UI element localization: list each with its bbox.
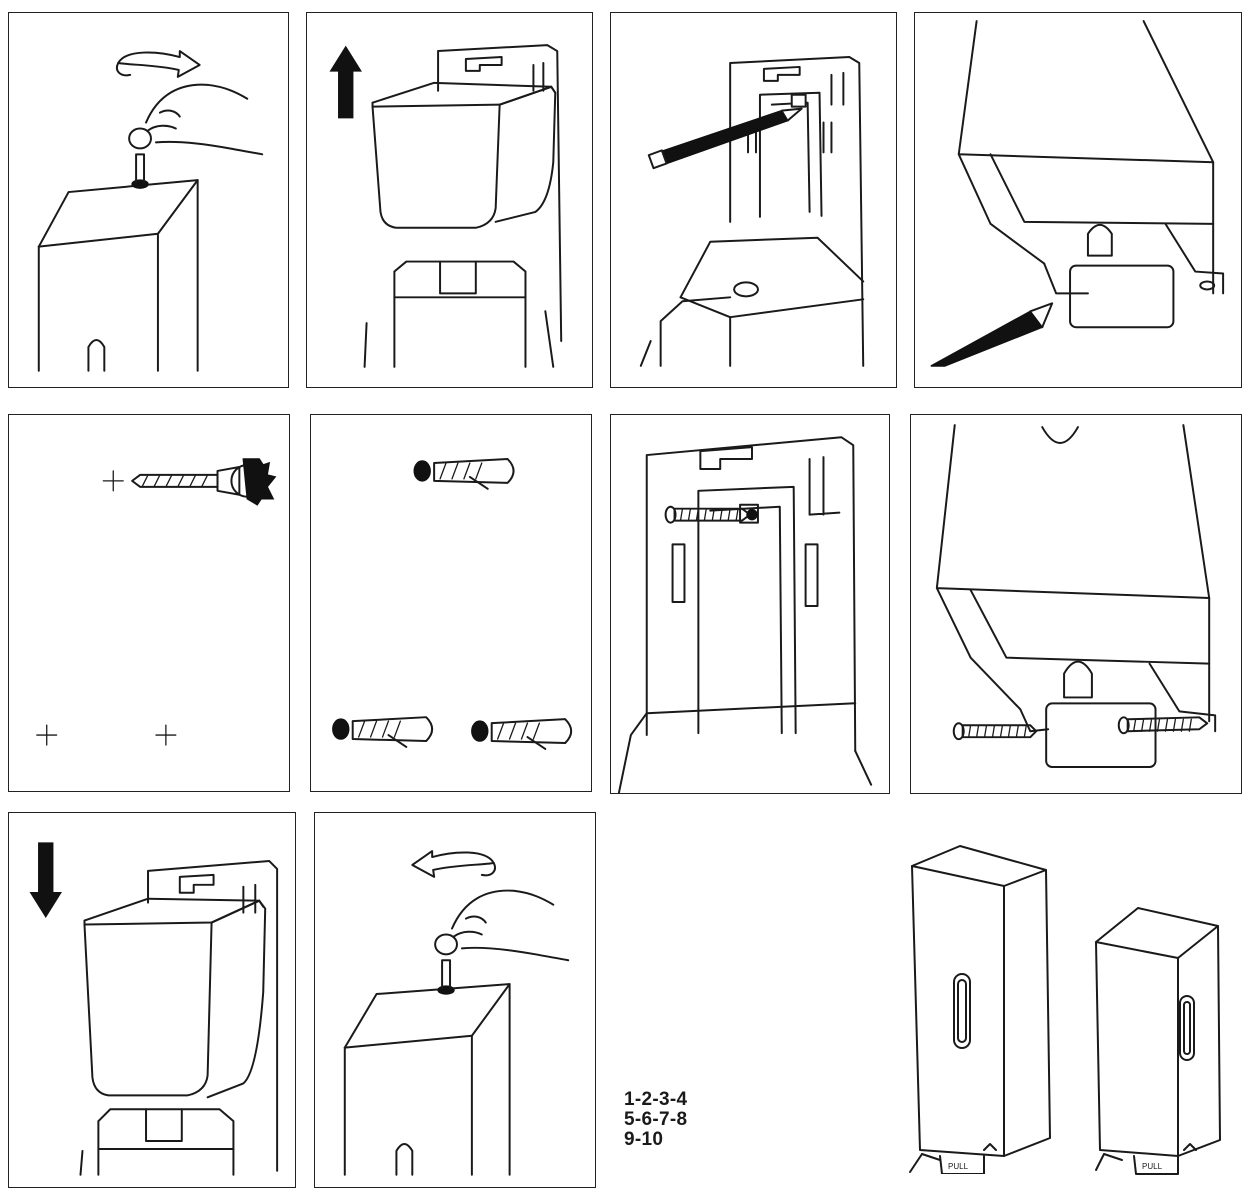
step-6-plugs-panel <box>310 414 592 792</box>
screw-icon <box>954 723 1037 739</box>
mark-bottom-illustration <box>915 13 1241 387</box>
lower-illustration <box>9 813 295 1187</box>
step-1-unlock-panel <box>8 12 289 388</box>
large-dispenser-illustration: PULL <box>900 838 1060 1174</box>
down-arrow-icon <box>31 843 61 916</box>
sequence-line-2: 5-6-7-8 <box>624 1110 754 1130</box>
step-2-lift-panel <box>306 12 593 388</box>
step-8-screw-bottom-panel <box>910 414 1242 794</box>
wall-plug-icon <box>414 459 513 489</box>
up-arrow-icon <box>331 47 361 118</box>
sequence-line-3: 9-10 <box>624 1130 754 1150</box>
step-sequence-legend: 1-2-3-4 5-6-7-8 9-10 <box>624 1090 754 1150</box>
plugs-illustration <box>311 415 591 791</box>
step-4-mark-bottom-panel <box>914 12 1242 388</box>
cross-mark-icon <box>37 471 176 745</box>
drill-bit-icon <box>132 459 275 505</box>
large-dispenser: PULL <box>900 838 1060 1174</box>
small-dispenser: PULL <box>1086 900 1236 1176</box>
unlock-illustration <box>9 13 288 387</box>
wall-plug-icon <box>333 717 432 747</box>
step-9-lower-panel <box>8 812 296 1188</box>
small-dispenser-illustration: PULL <box>1086 900 1236 1176</box>
pencil-icon <box>649 109 802 169</box>
lift-illustration <box>307 13 592 387</box>
step-10-lock-panel <box>314 812 596 1188</box>
small-pull-label: PULL <box>1142 1162 1163 1171</box>
screw-plate-illustration <box>611 415 889 793</box>
sequence-line-1: 1-2-3-4 <box>624 1090 754 1110</box>
rotate-arrow-icon <box>412 851 495 877</box>
drill-illustration <box>9 415 289 791</box>
screw-bottom-illustration <box>911 415 1241 793</box>
mark-top-illustration <box>611 13 896 387</box>
pencil-icon <box>931 303 1052 366</box>
wall-plug-icon <box>472 719 571 749</box>
lock-illustration <box>315 813 595 1187</box>
step-7-screw-plate-panel <box>610 414 890 794</box>
rotate-arrow-icon <box>117 51 200 77</box>
screw-icon <box>1119 717 1207 733</box>
large-pull-label: PULL <box>948 1162 969 1171</box>
step-3-mark-top-panel <box>610 12 897 388</box>
step-5-drill-panel <box>8 414 290 792</box>
screw-icon <box>666 505 758 523</box>
